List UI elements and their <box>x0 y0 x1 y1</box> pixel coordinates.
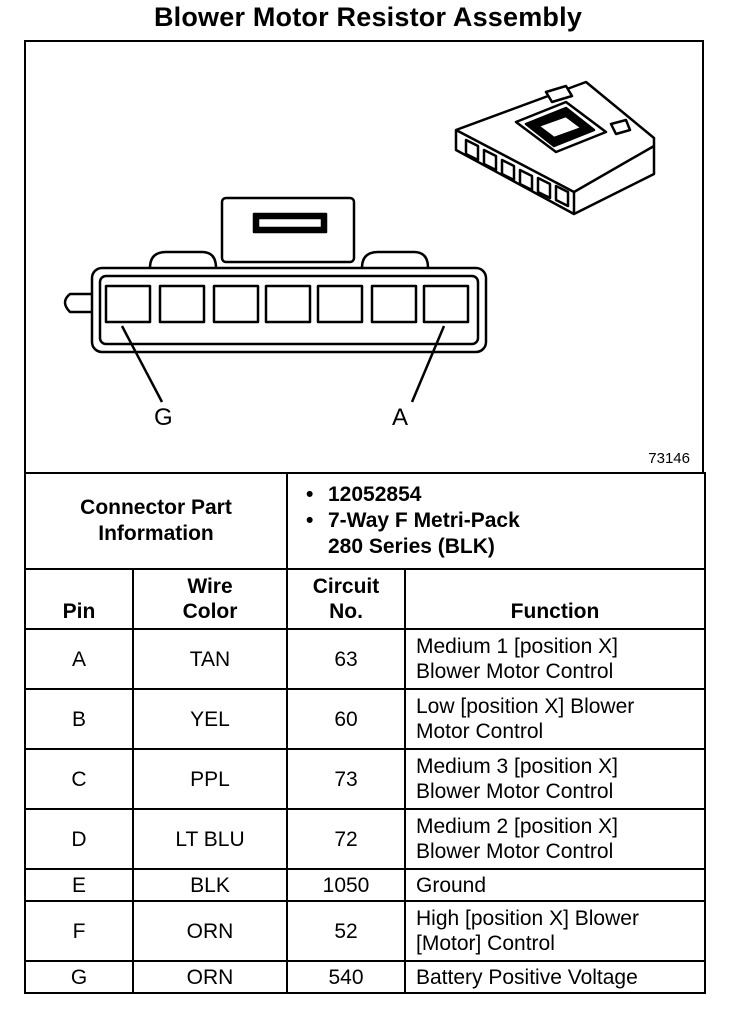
pin-cell: A <box>24 628 134 690</box>
pin-table: Pin Wire Color Circuit No. Function A TA… <box>24 568 706 994</box>
function-line1: Medium 3 [position X] <box>416 755 618 778</box>
connector-face-view <box>63 196 488 403</box>
pin-label-g: G <box>154 404 173 431</box>
pin-cell: B <box>24 688 134 750</box>
function-line2: Blower Motor Control <box>416 780 614 803</box>
function-line2: [Motor] Control <box>416 932 555 955</box>
function-line2: Blower Motor Control <box>416 840 614 863</box>
header-pin-text: Pin <box>62 600 96 623</box>
function-cell: Medium 3 [position X] Blower Motor Contr… <box>404 748 706 810</box>
description-line2: 280 Series (BLK) <box>328 535 495 558</box>
bullet-icon: • <box>306 483 314 506</box>
circuit-cell: 73 <box>286 748 406 810</box>
wire-color-cell: ORN <box>132 960 288 994</box>
pin-cell: F <box>24 900 134 962</box>
page-title: Blower Motor Resistor Assembly <box>153 2 583 32</box>
function-cell: Medium 2 [position X] Blower Motor Contr… <box>404 808 706 870</box>
table-row: B YEL 60 Low [position X] Blower Motor C… <box>24 688 706 750</box>
connector-isometric-view <box>454 80 656 216</box>
circuit-cell: 60 <box>286 688 406 750</box>
table-row: D LT BLU 72 Medium 2 [position X] Blower… <box>24 808 706 870</box>
function-line1: High [position X] Blower <box>416 907 639 930</box>
function-line2: Blower Motor Control <box>416 660 614 683</box>
header-pin: Pin <box>24 568 134 630</box>
function-line2: Motor Control <box>416 720 544 743</box>
header-function: Function <box>404 568 706 630</box>
circuit-cell: 1050 <box>286 868 406 902</box>
connector-drawing <box>63 80 656 403</box>
circuit-cell: 540 <box>286 960 406 994</box>
table-row: A TAN 63 Medium 1 [position X] Blower Mo… <box>24 628 706 690</box>
table-row: F ORN 52 High [position X] Blower [Motor… <box>24 900 706 962</box>
pin-cell: C <box>24 748 134 810</box>
header-function-text: Function <box>510 600 600 623</box>
header-circuit-line1: Circuit <box>312 575 380 598</box>
header-wire-line2: Color <box>182 600 238 623</box>
connector-info-label-line2: Information <box>98 522 214 545</box>
figure-id: 73146 <box>648 450 690 467</box>
bullet-icon: • <box>306 509 314 532</box>
table-row: C PPL 73 Medium 3 [position X] Blower Mo… <box>24 748 706 810</box>
header-circuit: Circuit No. <box>286 568 406 630</box>
function-line1: Low [position X] Blower <box>416 695 635 718</box>
function-cell: High [position X] Blower [Motor] Control <box>404 900 706 962</box>
function-cell: Medium 1 [position X] Blower Motor Contr… <box>404 628 706 690</box>
table-row: E BLK 1050 Ground <box>24 868 706 902</box>
circuit-cell: 63 <box>286 628 406 690</box>
pin-cell: D <box>24 808 134 870</box>
description-line1: 7-Way F Metri-Pack <box>328 509 520 532</box>
part-number: 12052854 <box>328 483 422 506</box>
connector-info-label: Connector Part Information <box>24 472 288 570</box>
wire-color-cell: YEL <box>132 688 288 750</box>
description-line: • 7-Way F Metri-Pack <box>306 508 704 534</box>
function-cell: Battery Positive Voltage <box>404 960 706 994</box>
wire-color-cell: PPL <box>132 748 288 810</box>
pin-cell: E <box>24 868 134 902</box>
pin-table-header: Pin Wire Color Circuit No. Function <box>24 568 706 630</box>
wire-color-cell: LT BLU <box>132 808 288 870</box>
function-line1: Ground <box>416 873 487 897</box>
function-line1: Medium 1 [position X] <box>416 635 618 658</box>
pin-cell: G <box>24 960 134 994</box>
wire-color-cell: ORN <box>132 900 288 962</box>
function-line1: Battery Positive Voltage <box>416 965 638 989</box>
header-wire-line1: Wire <box>187 575 233 598</box>
connector-diagram: G A 73146 <box>24 40 704 472</box>
table-row: G ORN 540 Battery Positive Voltage <box>24 960 706 994</box>
wire-color-cell: BLK <box>132 868 288 902</box>
connector-info-table: Connector Part Information • 12052854 • … <box>24 472 706 570</box>
header-circuit-line2: No. <box>329 600 363 623</box>
connector-info-label-line1: Connector Part <box>80 496 232 519</box>
function-cell: Low [position X] Blower Motor Control <box>404 688 706 750</box>
circuit-cell: 52 <box>286 900 406 962</box>
circuit-cell: 72 <box>286 808 406 870</box>
header-wire-color: Wire Color <box>132 568 288 630</box>
wire-color-cell: TAN <box>132 628 288 690</box>
function-cell: Ground <box>404 868 706 902</box>
pin-label-a: A <box>392 404 409 431</box>
part-number-line: • 12052854 <box>306 482 704 508</box>
connector-info-values: • 12052854 • 7-Way F Metri-Pack 280 Seri… <box>286 472 706 570</box>
function-line1: Medium 2 [position X] <box>416 815 618 838</box>
